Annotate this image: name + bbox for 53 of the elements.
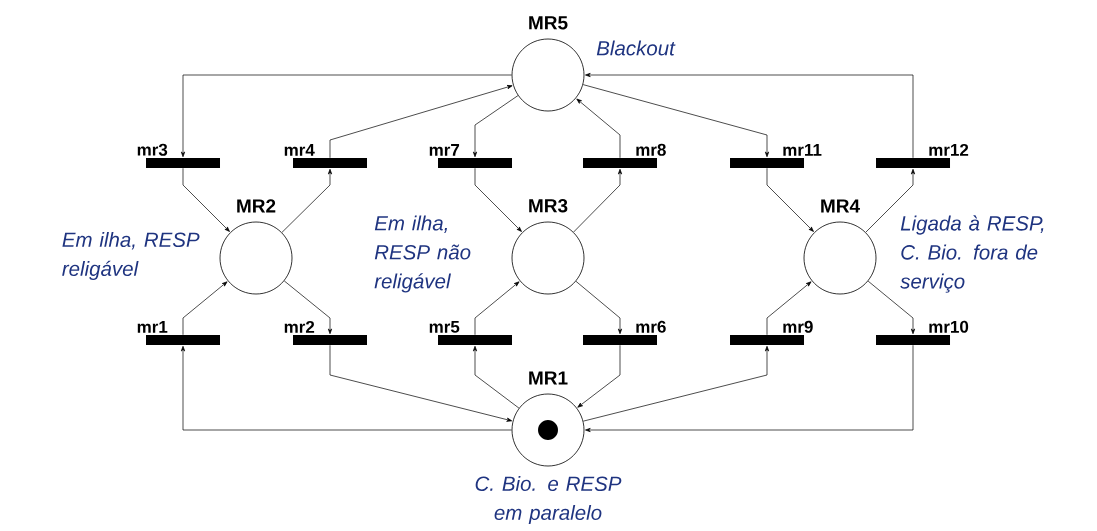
- node-label: mr3: [137, 143, 168, 156]
- transition-bar: mr7: [429, 144, 512, 168]
- transition-bar: mr12: [876, 143, 969, 168]
- arrow: [865, 168, 916, 233]
- arrow: [582, 84, 770, 158]
- arrow: [585, 344, 914, 433]
- transition-bar: mr6: [583, 320, 666, 345]
- node-label: mr11: [783, 144, 822, 156]
- arrow: [283, 280, 333, 335]
- arrow: [582, 345, 770, 422]
- state-description: Ligada à RESP, C. Bio. fora de serviço: [900, 215, 1044, 293]
- arrow: [585, 72, 914, 159]
- node-label: mr2: [284, 320, 315, 333]
- state-description: Em ilha, RESP não religável: [374, 215, 471, 293]
- node-label: mr6: [636, 320, 666, 333]
- arrow: [182, 167, 230, 232]
- arrow: [474, 167, 522, 232]
- transition-bar: mr10: [876, 320, 969, 345]
- arrow: [180, 74, 512, 158]
- node-label: mr1: [137, 321, 168, 333]
- transition-bar: mr4: [284, 144, 367, 168]
- transition-bar: mr3: [137, 143, 220, 168]
- transition-bar: mr8: [583, 143, 666, 168]
- arrow: [766, 167, 814, 232]
- arrow: [577, 344, 621, 408]
- node-label: mr9: [783, 320, 813, 333]
- arrow: [766, 281, 812, 336]
- transition-bar: mr5: [429, 320, 512, 345]
- node-label: mr10: [929, 320, 969, 333]
- state-description: Blackout: [596, 40, 676, 56]
- arrow: [575, 280, 623, 335]
- arrow: [329, 344, 513, 422]
- node-label: mr12: [929, 143, 969, 156]
- state-description: Em ilha, RESP religável: [62, 231, 200, 281]
- transition-bar: mr1: [137, 321, 220, 345]
- arrow: [281, 168, 333, 233]
- arrow: [867, 280, 916, 335]
- arrow: [180, 345, 512, 431]
- arrow: [329, 85, 513, 159]
- node-label: mr8: [636, 143, 666, 156]
- transition-bar: mr2: [284, 320, 367, 345]
- arrow: [472, 95, 519, 158]
- arrow: [182, 281, 228, 336]
- node-label: mr7: [429, 144, 460, 156]
- transition-bar: mr11: [730, 144, 822, 168]
- arrow: [573, 168, 623, 233]
- node-label: mr4: [284, 144, 315, 156]
- arrow: [472, 345, 520, 409]
- state-description: C. Bio. e RESP em paralelo: [475, 475, 622, 525]
- node-label: mr5: [429, 320, 460, 333]
- transition-bar: mr9: [730, 320, 813, 345]
- arrow: [576, 98, 621, 159]
- arrow: [474, 281, 520, 336]
